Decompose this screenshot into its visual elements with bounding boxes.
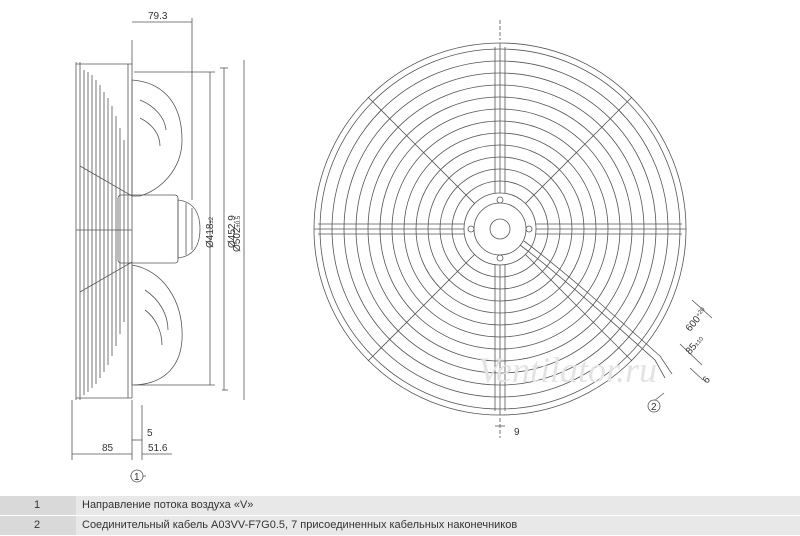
side-view (71, 18, 245, 477)
dim-dia-452-label: Ø452.9 (227, 215, 238, 248)
callout-1-circle (130, 469, 144, 483)
legend-number: 1 (0, 496, 76, 515)
side-guard-grid (75, 62, 133, 400)
dim-depth-label: 79.3 (148, 11, 168, 22)
impeller-blade-upper (131, 79, 183, 197)
connection-cable (519, 244, 666, 379)
dim-9-label: 9 (514, 427, 520, 438)
legend-number: 2 (0, 516, 76, 535)
legend-row: 2 Соединительный кабель A03VV-F7G0.5, 7 … (0, 516, 800, 536)
callout-1-label: 1 (134, 472, 140, 483)
watermark: Ventilator.ru (478, 350, 657, 390)
impeller-blade-lower (131, 264, 183, 386)
dim-dia-418-label: Ø418±2 (205, 216, 216, 248)
dim-51-6-label: 51.6 (148, 443, 168, 454)
legend-description: Направление потока воздуха «V» (76, 496, 800, 515)
motor-body (117, 194, 179, 264)
cable-85-label: 85±10 (684, 333, 706, 357)
cable-6-label: 6 (701, 374, 713, 386)
motor-rotor (177, 199, 201, 259)
motor-hub (463, 192, 537, 266)
cable-600-label: 600+20 (684, 306, 710, 334)
dim-5-label: 5 (147, 428, 153, 439)
legend-row: 1 Направление потока воздуха «V» (0, 496, 800, 516)
callout-2-circle (647, 399, 661, 413)
legend-table: 1 Направление потока воздуха «V» 2 Соеди… (0, 496, 800, 536)
legend-description: Соединительный кабель A03VV-F7G0.5, 7 пр… (76, 516, 800, 535)
front-view (313, 20, 713, 438)
dim-dia-502-label: Ø502±0.5 (232, 215, 243, 252)
dim-85-label: 85 (102, 443, 114, 454)
callout-2-label: 2 (651, 402, 657, 413)
fan-technical-drawing: 79.3 Ø418±2 Ø452.9 Ø502±0.5 85 5 51.6 9 … (71, 11, 713, 483)
